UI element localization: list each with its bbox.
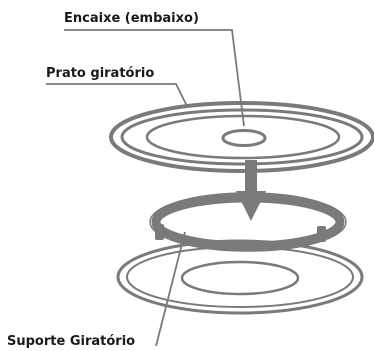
roller-wheel-right [317,226,326,242]
leader-line-suporte [155,231,186,347]
glass-tray [109,101,374,173]
leader-line-encaixe [64,29,245,127]
leader-line-prato [46,83,188,107]
roller-wheel-left [155,224,164,240]
roller-ring [149,192,347,252]
label-prato-giratorio: Prato giratório [46,66,154,81]
hub-socket [221,129,267,147]
turntable-base [116,239,364,315]
label-suporte-giratorio: Suporte Giratório [7,334,135,349]
label-encaixe: Encaixe (embaixo) [64,11,199,26]
